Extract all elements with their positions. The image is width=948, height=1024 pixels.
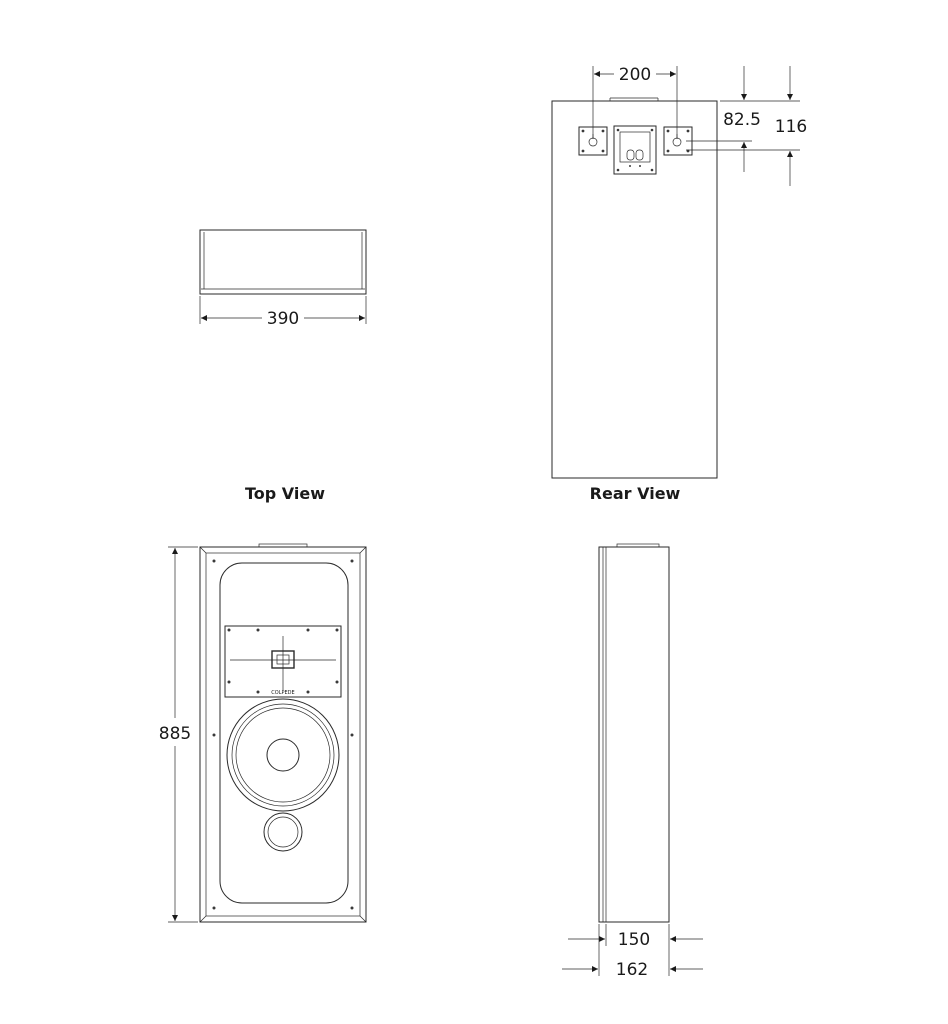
- rear-view-outline: [551, 100, 718, 479]
- side-depth-dimension-150: 150: [618, 930, 650, 950]
- front-tweeter-plate: COLPEDE: [224, 625, 342, 698]
- side-view: 150 162: [562, 543, 703, 980]
- rear-view-caption: Rear View: [590, 484, 681, 503]
- tweeter-icon: [271, 650, 295, 669]
- front-height-dimension: 885: [159, 724, 191, 744]
- side-view-outline: [598, 546, 670, 923]
- rear-view: 200 82.5 116 Rear View: [551, 65, 807, 503]
- front-bass-port: [263, 812, 303, 852]
- front-view: COLPEDE 885: [159, 543, 367, 923]
- top-view: 390 Top View: [199, 229, 367, 503]
- rear-offset-dimension-116: 116: [775, 117, 807, 137]
- top-view-outline: [199, 229, 367, 295]
- woofer-dust-cap-icon: [266, 738, 300, 772]
- rear-bracket-spacing-dimension: 200: [619, 65, 651, 85]
- front-frame-outline: [199, 546, 367, 923]
- front-grille-opening: [219, 562, 349, 904]
- top-view-caption: Top View: [245, 484, 325, 503]
- front-woofer: [226, 698, 340, 812]
- front-logo: COLPEDE: [271, 690, 294, 696]
- rear-offset-dimension-82-5: 82.5: [723, 110, 761, 130]
- rear-terminal-plate: [613, 125, 657, 175]
- side-depth-dimension-162: 162: [616, 960, 648, 980]
- top-width-dimension: 390: [267, 309, 299, 329]
